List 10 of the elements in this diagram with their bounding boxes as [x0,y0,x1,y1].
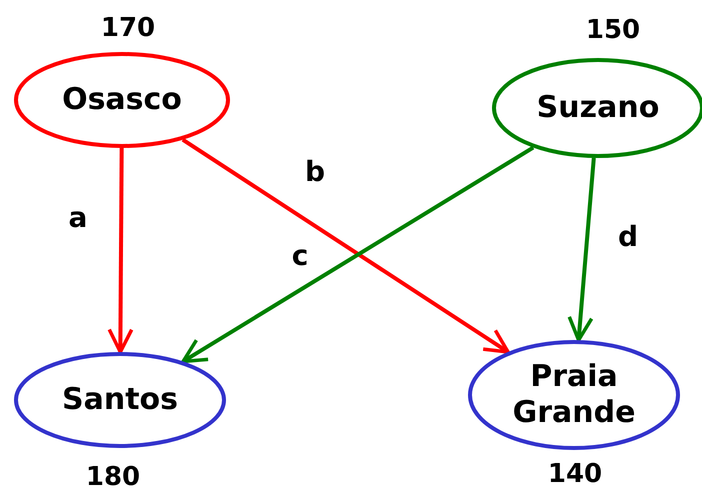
arrow [568,158,596,342]
node-label: Santos [62,382,178,418]
node-value: 140 [548,459,602,489]
node-label: Osasco [62,82,182,118]
node-value: 180 [86,462,140,491]
node-value: 170 [100,13,156,43]
arrow [108,148,134,354]
node-value: 150 [586,15,640,45]
node-label: Praia Grande [512,359,636,431]
node-label: Suzano [536,90,660,126]
